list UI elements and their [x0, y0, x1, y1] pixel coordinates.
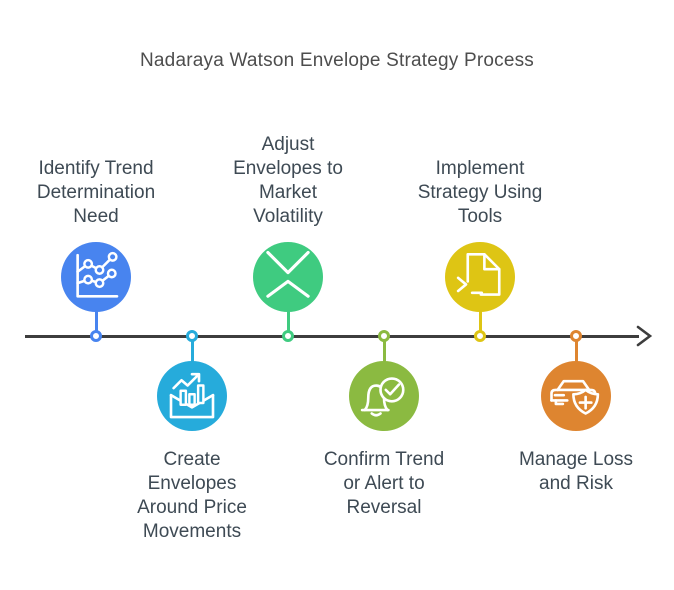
- step-label: Identify Trend Determination Need: [36, 158, 156, 227]
- step-icon-bubble: [253, 242, 323, 312]
- step-icon-bubble: [157, 361, 227, 431]
- timeline-marker: [474, 330, 486, 342]
- step-icon-bubble: [349, 361, 419, 431]
- step-icon-bubble: [445, 242, 515, 312]
- timeline-marker: [186, 330, 198, 342]
- step-connector: [286, 310, 290, 332]
- car-shield-icon: [550, 379, 600, 415]
- step-label: Confirm Trend or Alert to Reversal: [323, 449, 445, 518]
- step-label: Implement Strategy Using Tools: [417, 158, 543, 227]
- step-icon-bubble: [541, 361, 611, 431]
- step-label: Adjust Envelopes to Market Volatility: [233, 134, 343, 227]
- bell-check-icon: [360, 377, 405, 417]
- step-connector: [94, 310, 98, 332]
- step-connector: [478, 310, 482, 332]
- step-icon-bubble: [61, 242, 131, 312]
- envelope-chart-icon: [169, 372, 215, 419]
- converging-x-icon: [266, 250, 310, 298]
- step-label: Manage Loss and Risk: [518, 449, 634, 494]
- step-label: Create Envelopes Around Price Movements: [137, 449, 247, 542]
- code-document-icon: [456, 252, 501, 296]
- timeline-arrow-icon: [636, 325, 653, 347]
- timeline-marker: [378, 330, 390, 342]
- timeline-marker: [570, 330, 582, 342]
- timeline-marker: [90, 330, 102, 342]
- diagram-title: Nadaraya Watson Envelope Strategy Proces…: [139, 50, 535, 71]
- step-connector: [190, 340, 194, 362]
- step-connector: [574, 340, 578, 362]
- timeline-axis: [25, 335, 639, 338]
- timeline-marker: [282, 330, 294, 342]
- line-chart-icon: [76, 251, 119, 298]
- step-connector: [382, 340, 386, 362]
